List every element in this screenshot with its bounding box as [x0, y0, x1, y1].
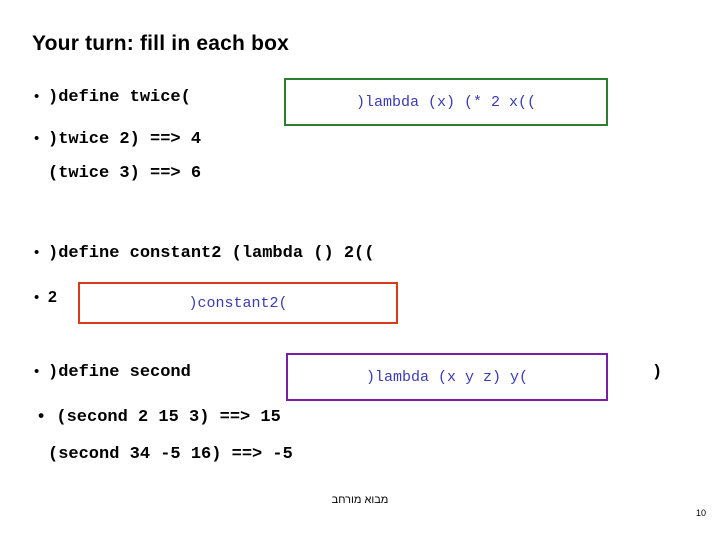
- answer-box-twice-text: )lambda (x) (* 2 x((: [355, 93, 537, 111]
- bullet-marker: •: [34, 363, 40, 380]
- bullet-marker: •: [34, 289, 40, 306]
- answer-box-twice[interactable]: )lambda (x) (* 2 x((: [284, 78, 608, 126]
- code-twice-3: (twice 3) ==> 6: [48, 164, 202, 183]
- label-result-2: 2: [48, 289, 57, 306]
- bullet-marker: •: [34, 130, 40, 147]
- bullet-marker: •: [34, 88, 40, 105]
- answer-box-second-text: )lambda (x y z) y(: [365, 368, 529, 386]
- bullet-marker: •: [34, 244, 40, 261]
- page-number: 10: [695, 508, 706, 518]
- bullet-line-5: • 2: [34, 289, 57, 307]
- page-title: Your turn: fill in each box: [32, 32, 290, 55]
- bullet-line-2: • )twice 2) ==> 4: [34, 130, 201, 149]
- code-second-34-5-16: (second 34 -5 16) ==> -5: [48, 445, 293, 464]
- bullet-line-6: • )define second: [34, 363, 191, 382]
- answer-box-second[interactable]: )lambda (x y z) y(: [286, 353, 608, 401]
- answer-box-constant2-text: )constant2(: [188, 294, 288, 312]
- answer-box-constant2[interactable]: )constant2(: [78, 282, 398, 324]
- bullet-line-1: • )define twice(: [34, 88, 191, 107]
- code-second-2-15-3: • (second 2 15 3) ==> 15: [36, 408, 281, 427]
- code-define-constant2: )define constant2 (lambda () 2((: [48, 244, 375, 263]
- code-define-second: )define second: [48, 363, 191, 382]
- code-define-twice: )define twice(: [48, 88, 191, 107]
- code-second-tail-paren: ): [652, 363, 663, 382]
- code-twice-2: )twice 2) ==> 4: [48, 130, 202, 149]
- footer-text: מבוא מורחב: [331, 494, 389, 506]
- bullet-line-4: • )define constant2 (lambda () 2((: [34, 244, 374, 263]
